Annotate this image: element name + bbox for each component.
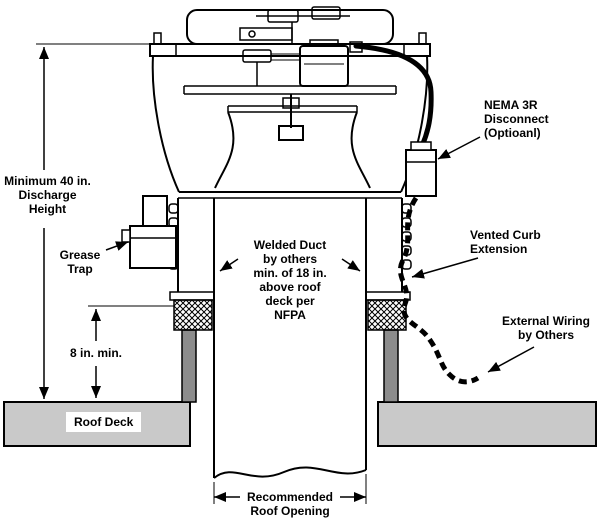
dimension-lines xyxy=(36,43,367,504)
inlet-bell-left xyxy=(214,111,235,189)
roof-deck-right xyxy=(377,401,597,447)
inlet-bell-right xyxy=(350,111,371,189)
curb-and-duct xyxy=(168,197,412,479)
label-8in-min: 8 in. min. xyxy=(69,346,122,360)
nailer-left xyxy=(173,299,213,331)
nema-disconnect-box xyxy=(405,149,437,197)
windband-left xyxy=(151,55,180,193)
duct-break-line xyxy=(213,466,367,479)
power-conduit xyxy=(353,43,434,149)
electrical xyxy=(353,43,480,385)
label-grease-trap: Grease Trap xyxy=(59,248,101,276)
curb-flange-right xyxy=(365,291,411,301)
label-external-wiring: External Wiring by Others xyxy=(502,314,590,342)
curb-post-left xyxy=(181,329,197,403)
label-roof-opening: Recommended Roof Opening xyxy=(246,490,334,518)
leader-external-wiring xyxy=(487,346,535,373)
leader-arrows xyxy=(105,136,535,373)
fan-hub xyxy=(278,125,304,141)
leader-grease-trap xyxy=(105,241,129,251)
label-welded-duct: Welded Duct by others min. of 18 in. abo… xyxy=(253,238,327,322)
curb-flange-left xyxy=(169,291,215,301)
label-roof-deck: Roof Deck xyxy=(66,412,142,432)
external-wiring-cable xyxy=(398,196,480,385)
label-discharge-height: Minimum 40 in. Discharge Height xyxy=(4,174,91,216)
label-vented-curb: Vented Curb Extension xyxy=(470,228,541,256)
curb-post-right xyxy=(383,329,399,403)
fan-top-pulley-2 xyxy=(311,6,341,20)
grease-trap-downspout xyxy=(142,195,168,227)
grease-trap-box xyxy=(129,225,177,269)
nailer-right xyxy=(367,299,407,331)
leader-nema xyxy=(437,136,481,160)
fan-top-pulley-1 xyxy=(267,9,299,23)
leader-welded-duct-right xyxy=(341,258,361,272)
leader-vented-curb xyxy=(411,257,479,279)
fan-motor xyxy=(299,45,349,87)
roof-deck-structure xyxy=(3,401,597,447)
fan-unit xyxy=(149,6,431,193)
fan-shoulder xyxy=(149,43,431,57)
label-nema-disconnect: NEMA 3R Disconnect (Optioanl) xyxy=(484,98,549,140)
leader-welded-duct-left xyxy=(219,258,239,272)
fan-motor-cover xyxy=(186,9,394,45)
grease-trap-assembly xyxy=(121,195,177,269)
